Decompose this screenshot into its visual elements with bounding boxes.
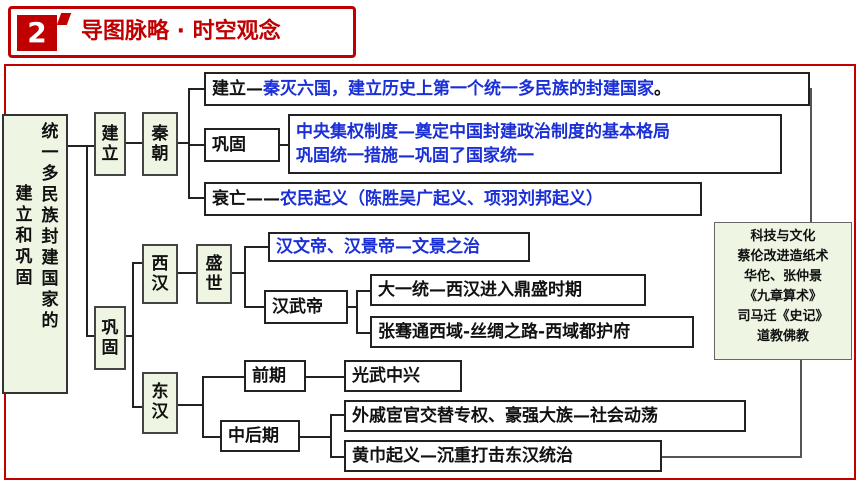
eastern-han-early-key: 前期 <box>244 360 306 392</box>
node-consolidate: 巩固 <box>94 306 126 370</box>
connector <box>356 290 358 334</box>
connector <box>306 376 344 378</box>
qin-decline-box: 衰亡——农民起义（陈胜吴广起义、项羽刘邦起义） <box>204 182 702 216</box>
eastern-han-early-text: 光武中兴 <box>344 360 462 392</box>
qin-consolidate-box: 中央集权制度—奠定中国封建政治制度的基本格局 巩固统一措施—巩固了国家统一 <box>288 114 782 174</box>
connector <box>356 290 370 292</box>
node-western-han: 西汉 <box>142 244 178 304</box>
connector <box>68 145 88 147</box>
connector <box>244 246 246 308</box>
connector <box>188 88 190 198</box>
sci-line-3: 华佗、张仲景 <box>743 269 822 284</box>
node-eastern-han: 东汉 <box>142 372 178 434</box>
connector <box>132 262 134 408</box>
section-header: 2 导图脉略 · 时空观念 <box>8 6 356 58</box>
connector <box>132 262 142 264</box>
connector <box>178 142 190 144</box>
western-han-wudi-item-1: 大一统—西汉进入鼎盛时期 <box>370 274 646 306</box>
connector <box>800 360 802 456</box>
node-qin-dynasty: 秦朝 <box>142 112 178 176</box>
connector <box>126 335 134 337</box>
qin-consolidate-key: 巩固 <box>204 128 280 162</box>
science-culture-box: 科技与文化 蔡伦改进造纸术 华佗、张仲景 《九章算术》 司马迁《史记》 道教佛教 <box>714 222 852 360</box>
qin-decline-key: 衰亡 <box>212 189 246 209</box>
connector <box>86 145 88 335</box>
connector <box>330 414 344 416</box>
connector <box>244 306 264 308</box>
sci-line-2: 蔡伦改进造纸术 <box>737 249 829 264</box>
qin-establish-key: 建立 <box>212 79 246 99</box>
sci-line-4: 《九章算术》 <box>743 289 822 304</box>
root-topic-box: 统一多民族封建国家的 建立和巩固 <box>2 114 68 394</box>
qin-consolidate-line-1: 中央集权制度—奠定中国封建政治制度的基本格局 <box>296 122 670 142</box>
eastern-han-late-item-1: 外戚宦官交替专权、豪强大族—社会动荡 <box>344 400 746 432</box>
western-han-wudi-key: 汉武帝 <box>264 290 348 324</box>
node-prosperity: 盛世 <box>196 244 232 304</box>
root-topic-line-1: 统一多民族封建国家的 <box>41 122 59 331</box>
qin-establish-text: 秦灭六国，建立历史上第一个统一多民族的封建国家 <box>263 79 654 99</box>
connector <box>202 376 204 438</box>
badge-accent-icon <box>56 13 72 25</box>
qin-consolidate-line-2: 巩固统一措施—巩固了国家统一 <box>296 146 534 166</box>
sci-line-5: 司马迁《史记》 <box>737 309 829 324</box>
eastern-han-late-key: 中后期 <box>220 420 300 452</box>
qin-establish-dash: — <box>246 79 263 99</box>
connector <box>126 142 142 144</box>
sci-line-6: 道教佛教 <box>756 329 809 344</box>
western-han-wudi-item-2: 张骞通西域-丝绸之路-西域都护府 <box>370 316 694 348</box>
connector <box>132 406 142 408</box>
connector <box>810 88 812 222</box>
western-han-wenjing: 汉文帝、汉景帝—文景之治 <box>268 232 530 262</box>
connector <box>662 456 802 458</box>
connector <box>330 414 332 458</box>
qin-decline-text: 农民起义（陈胜吴广起义、项羽刘邦起义） <box>280 189 603 209</box>
connector <box>178 272 196 274</box>
eastern-han-late-item-2: 黄巾起义—沉重打击东汉统治 <box>344 440 662 472</box>
connector <box>232 272 246 274</box>
root-topic-line-2: 建立和巩固 <box>15 184 33 288</box>
connector <box>202 376 244 378</box>
connector <box>300 436 332 438</box>
connector <box>188 144 204 146</box>
section-number-badge: 2 <box>17 15 57 51</box>
connector <box>348 306 358 308</box>
connector <box>178 404 204 406</box>
connector <box>86 145 96 147</box>
qin-establish-tail: 。 <box>654 79 671 99</box>
connector <box>86 335 96 337</box>
connector <box>356 332 370 334</box>
node-establish: 建立 <box>94 112 126 176</box>
section-title: 导图脉略 · 时空观念 <box>81 19 281 44</box>
connector <box>188 197 204 199</box>
sci-line-1: 科技与文化 <box>750 229 816 244</box>
qin-decline-dash: —— <box>246 189 280 209</box>
connector <box>202 436 220 438</box>
connector <box>280 144 288 146</box>
qin-establish-box: 建立—秦灭六国，建立历史上第一个统一多民族的封建国家。 <box>204 72 810 106</box>
connector <box>330 456 344 458</box>
connector <box>244 246 268 248</box>
connector <box>188 88 204 90</box>
